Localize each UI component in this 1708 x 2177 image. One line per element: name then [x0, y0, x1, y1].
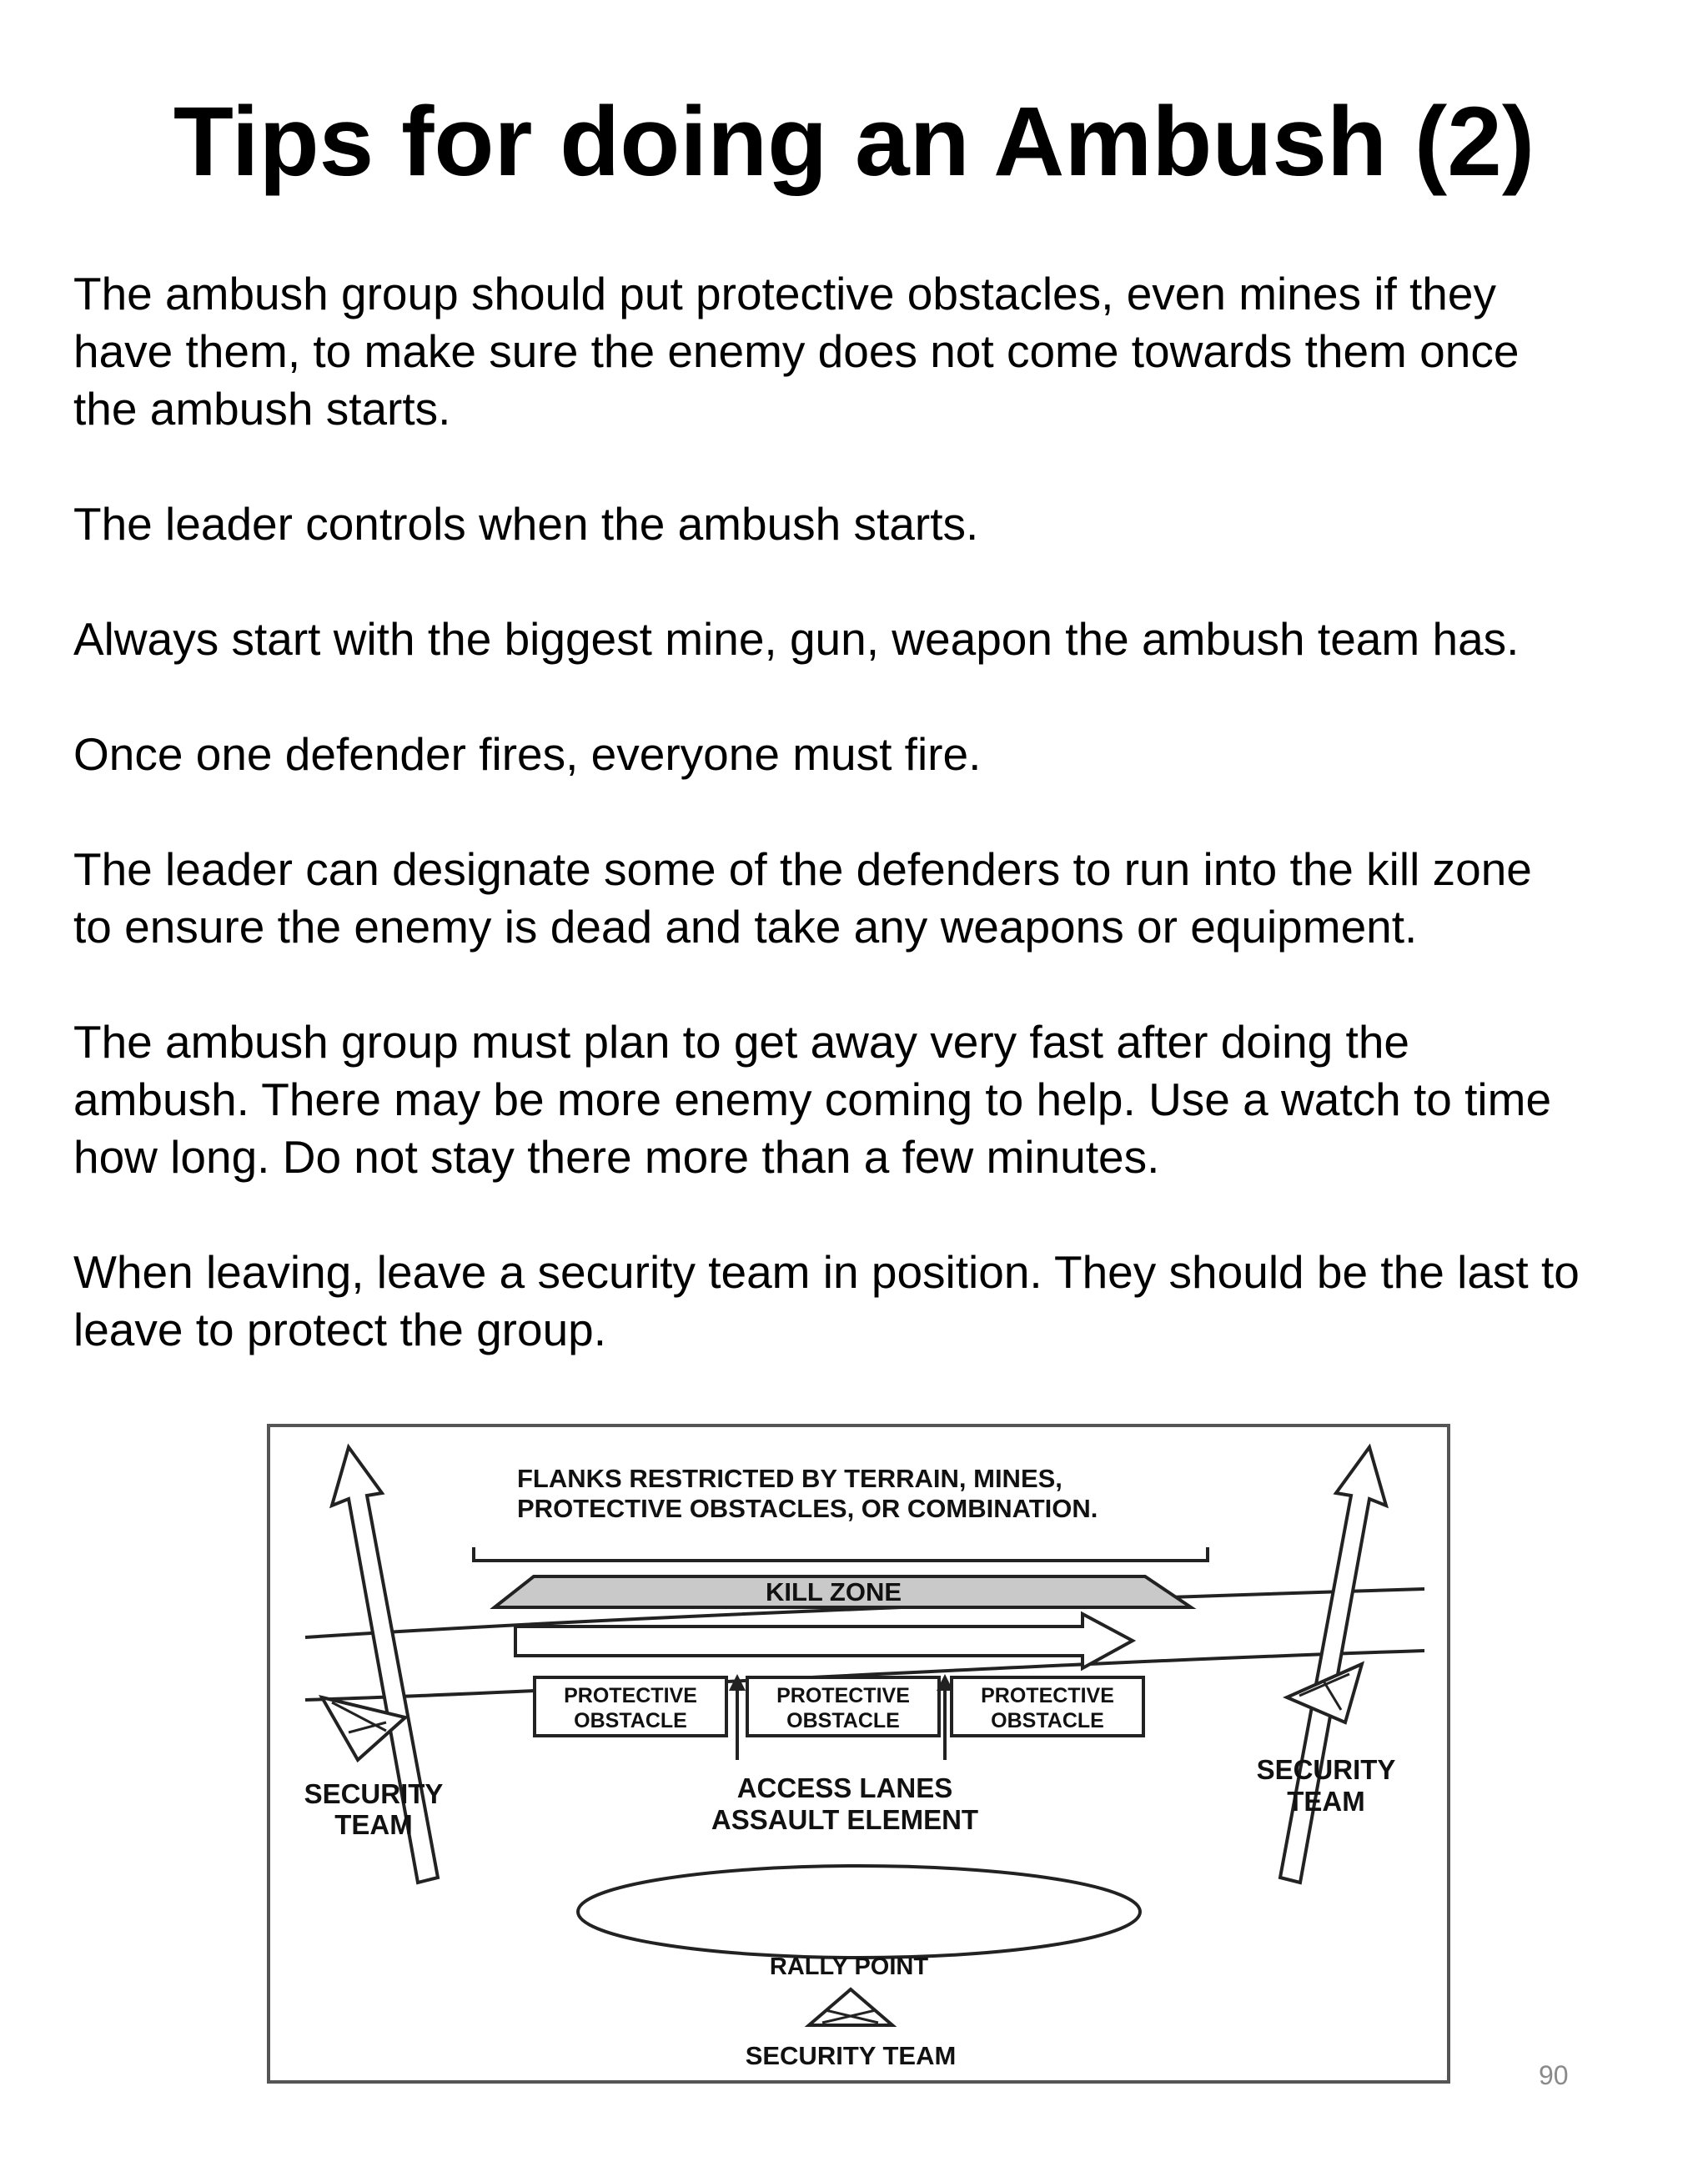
security-left-line2: TEAM [334, 1809, 413, 1840]
obstacle-right-line1: PROTECTIVE [981, 1684, 1114, 1707]
text-line: Once one defender fires, everyone must f… [73, 728, 982, 780]
security-left-line1: SECURITY [304, 1778, 444, 1809]
page-title: Tips for doing an Ambush (2) [173, 87, 1535, 197]
text-line: When leaving, leave a security team in p… [73, 1246, 1580, 1298]
text-line: Always start with the biggest mine, gun,… [73, 613, 1520, 665]
left-flank-arrow [329, 1443, 440, 1885]
text-line: The ambush group must plan to get away v… [73, 1016, 1410, 1068]
text-line: ambush. There may be more enemy coming t… [73, 1073, 1552, 1125]
body-text: The ambush group should put protective o… [73, 265, 1675, 1416]
text-line: leave to protect the group. [73, 1304, 607, 1355]
assault-element-label: ASSAULT ELEMENT [711, 1804, 978, 1835]
obstacle-left-line1: PROTECTIVE [564, 1684, 697, 1707]
obstacle-right-line2: OBSTACLE [991, 1709, 1104, 1732]
security-team-left-icon [318, 1694, 409, 1763]
paragraph-biggest-weapon: Always start with the biggest mine, gun,… [73, 611, 1675, 668]
assault-element-position [576, 1864, 1142, 1959]
kill-zone-area [490, 1575, 1197, 1609]
obstacle-center-line1: PROTECTIVE [776, 1684, 910, 1707]
ambush-diagram-svg: FLANKS RESTRICTED BY TERRAIN, MINES, PRO… [267, 1424, 1450, 2084]
paragraph-obstacles: The ambush group should put protective o… [73, 265, 1675, 438]
text-line: how long. Do not stay there more than a … [73, 1131, 1160, 1183]
rally-point-label: RALLY POINT [770, 1953, 928, 1980]
security-team-right-icon [1283, 1661, 1365, 1725]
access-lanes-label: ACCESS LANES [737, 1772, 953, 1803]
ambush-diagram: FLANKS RESTRICTED BY TERRAIN, MINES, PRO… [265, 1422, 1452, 2085]
access-lane-arrowhead-left [729, 1674, 746, 1691]
paragraph-get-away: The ambush group must plan to get away v… [73, 1013, 1675, 1186]
obstacle-left-line2: OBSTACLE [574, 1709, 687, 1732]
obstacle-center-line2: OBSTACLE [786, 1709, 900, 1732]
flanks-label-line2: PROTECTIVE OBSTACLES, OR COMBINATION. [517, 1494, 1098, 1523]
text-line: have them, to make sure the enemy does n… [73, 325, 1520, 377]
text-line: The leader controls when the ambush star… [73, 498, 979, 550]
paragraph-kill-zone: The leader can designate some of the def… [73, 841, 1675, 956]
diagram-frame [267, 1424, 1450, 2084]
enemy-direction-arrow [514, 1611, 1137, 1672]
security-right-line2: TEAM [1287, 1786, 1365, 1817]
kill-zone-label: KILL ZONE [766, 1577, 902, 1606]
right-flank-arrow [1278, 1443, 1389, 1885]
text-line: The ambush group should put protective o… [73, 268, 1496, 319]
obstacle-right [950, 1676, 1145, 1737]
security-right-line1: SECURITY [1257, 1754, 1396, 1785]
text-line: the ambush starts. [73, 383, 451, 435]
security-team-bottom-icon [804, 1987, 897, 2027]
paragraph-everyone-fire: Once one defender fires, everyone must f… [73, 726, 1675, 783]
obstacle-left [533, 1676, 728, 1737]
page-number: 90 [1539, 2060, 1569, 2090]
text-line: to ensure the enemy is dead and take any… [73, 901, 1418, 953]
paragraph-security-team: When leaving, leave a security team in p… [73, 1244, 1675, 1359]
paragraph-leader-control: The leader controls when the ambush star… [73, 495, 1675, 553]
access-lane-arrowhead-right [937, 1674, 953, 1691]
obstacle-center [746, 1676, 941, 1737]
security-bottom-label: SECURITY TEAM [746, 2041, 957, 2070]
flanks-label-line1: FLANKS RESTRICTED BY TERRAIN, MINES, [517, 1464, 1062, 1493]
text-line: The leader can designate some of the def… [73, 843, 1532, 895]
road-upper-edge [304, 1587, 1425, 1639]
flanks-bracket [472, 1547, 1209, 1562]
